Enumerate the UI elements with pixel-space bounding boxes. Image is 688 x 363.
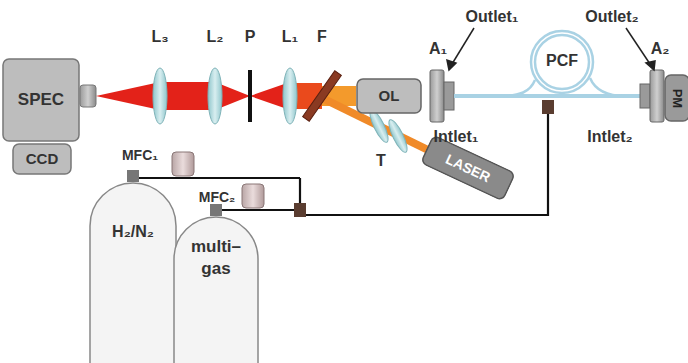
tee-fitting [294, 203, 306, 217]
device-name: multi– gas [186, 236, 246, 280]
device-box: PM [664, 74, 688, 122]
part-label: P [245, 28, 256, 46]
pinhole [248, 70, 252, 122]
part-label: MFC₁ [122, 148, 158, 163]
part-label: T [376, 152, 386, 170]
fiber-coil [500, 31, 625, 96]
device-name: PM [669, 88, 686, 108]
part-label: F [317, 28, 327, 46]
part-label: L₁ [282, 28, 298, 46]
device-name: H₂/N₂ [112, 222, 154, 243]
device-name: SPEC [18, 89, 64, 111]
tee-fitting [542, 100, 554, 114]
part-label: Intlet₂ [587, 128, 632, 146]
gas-cylinder-outline [88, 182, 178, 363]
mass-flow-controller [242, 184, 264, 208]
part-label: Intlet₁ [434, 128, 479, 146]
part-label: A₁ [429, 40, 447, 58]
device-box: CCD [12, 143, 72, 175]
part-label: L₃ [151, 28, 168, 46]
lens [386, 118, 411, 155]
fiber-mount [430, 70, 444, 122]
valve [210, 204, 222, 216]
part-label: A₂ [651, 40, 670, 58]
device-name: OL [379, 86, 400, 106]
spec-port [80, 85, 96, 107]
device-box: OL [356, 78, 422, 114]
gas-cylinder: multi– gas [172, 216, 260, 363]
leader-arrow [447, 28, 655, 70]
gas-line [133, 112, 548, 215]
part-label: MFC₂ [199, 190, 236, 205]
mass-flow-controller [172, 152, 194, 176]
valve [127, 170, 139, 182]
device-box: SPEC [2, 58, 80, 142]
lens [153, 68, 167, 124]
fiber-mount [444, 82, 454, 110]
lens [283, 68, 297, 124]
part-label: L₂ [207, 28, 224, 46]
fiber-mount [650, 70, 664, 122]
part-label: Outlet₁ [466, 8, 519, 26]
filter [303, 71, 342, 121]
part-label: PCF [546, 52, 578, 70]
fiber-mount [640, 84, 650, 108]
device-name: CCD [26, 149, 59, 169]
lens [208, 68, 222, 124]
gas-cylinder: H₂/N₂ [88, 182, 178, 363]
part-label: Outlet₂ [585, 8, 638, 26]
